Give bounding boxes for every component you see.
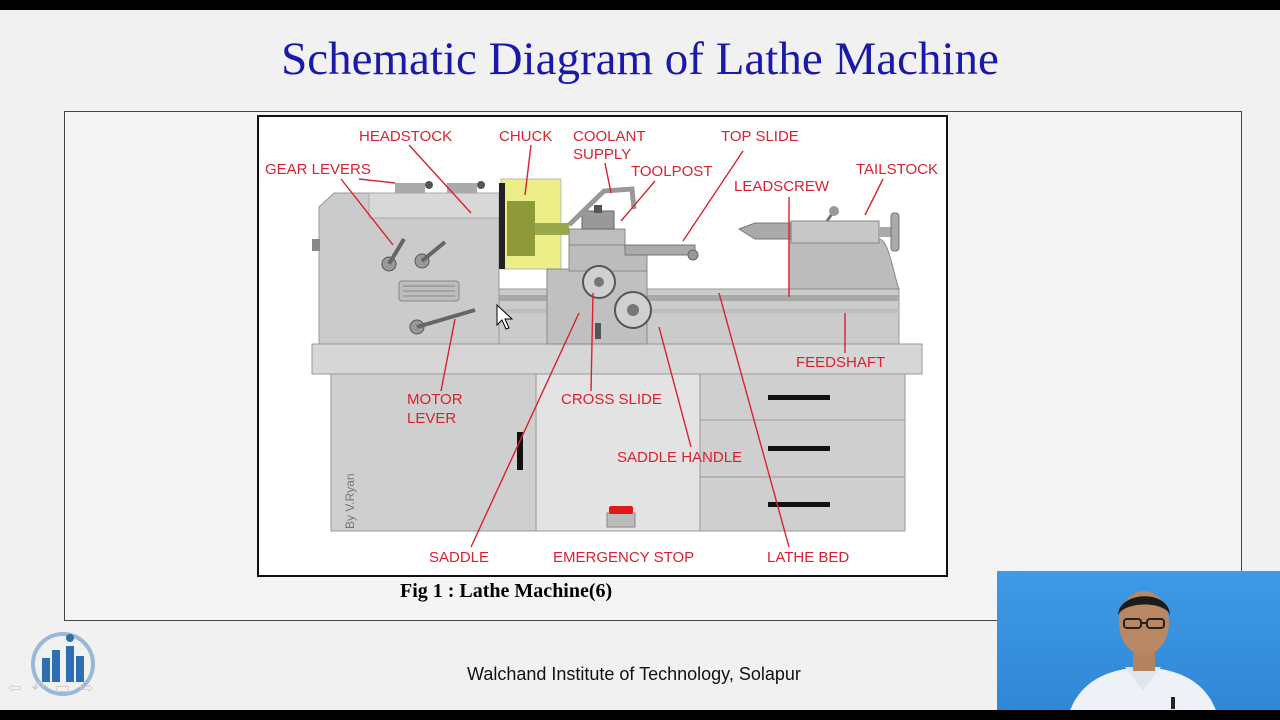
label-leadscrew: LEADSCREW: [734, 178, 830, 195]
label-feedshaft: FEEDSHAFT: [796, 354, 885, 371]
headstock-top: [368, 192, 500, 219]
drawer-handle: [768, 446, 830, 451]
leader-chuck: [524, 144, 532, 196]
cabinet-handle: [517, 432, 523, 470]
bench-top: [311, 343, 923, 375]
toolpost-block: [581, 210, 615, 230]
leader-headstock: [408, 144, 472, 214]
label-lathe-bed: LATHE BED: [767, 549, 849, 566]
leader-motor-lever: [440, 318, 456, 392]
slide-title: Schematic Diagram of Lathe Machine: [281, 33, 999, 85]
leader-toolpost: [620, 180, 656, 222]
label-headstock: HEADSTOCK: [359, 128, 452, 145]
label-chuck: CHUCK: [499, 128, 552, 145]
menu-icon[interactable]: ▭: [54, 680, 70, 697]
lathe-schematic: By V.Ryan: [265, 128, 938, 566]
workpiece: [535, 223, 569, 235]
leader-coolant: [604, 162, 612, 194]
label-emergency-stop: EMERGENCY STOP: [553, 549, 694, 566]
label-toolpost: TOOLPOST: [631, 163, 712, 180]
spindle-face: [499, 183, 505, 269]
label-gear-levers: GEAR LEVERS: [265, 161, 371, 178]
leader-gear-levers: [340, 178, 394, 246]
tailstock-quill: [737, 222, 792, 240]
slide: Schematic Diagram of Lathe Machine By V.…: [0, 10, 1280, 710]
label-tailstock: TAILSTOCK: [856, 161, 938, 178]
label-motor-lever-line2: LEVER: [407, 410, 456, 427]
leader-top-slide: [682, 150, 744, 242]
emergency-stop-base: [606, 512, 636, 528]
gear-lever-top: [395, 183, 425, 193]
wit-logo-icon: [31, 632, 95, 696]
leader-tailstock: [864, 178, 884, 216]
label-saddle-handle: SADDLE HANDLE: [617, 449, 742, 466]
figure-caption: Fig 1 : Lathe Machine(6): [400, 580, 613, 602]
leader-gear-levers-top: [358, 178, 396, 184]
drawer-handle: [768, 502, 830, 507]
leader-lathe-bed: [718, 292, 790, 548]
presenter-webcam: [997, 571, 1280, 710]
leader-saddle-handle: [658, 326, 692, 448]
arrow-left-icon[interactable]: ⇦: [8, 680, 22, 697]
label-coolant-line1: COOLANT: [573, 128, 646, 145]
label-coolant-line2: SUPPLY: [573, 146, 631, 163]
middle-panel: [535, 373, 701, 532]
leadscrew-shaft: [499, 295, 899, 301]
feedshaft-bar: [499, 309, 899, 313]
slide-nav: ⇦ ↶ ▭ ⇨: [8, 678, 103, 698]
arrow-left-alt-icon[interactable]: ↶: [31, 680, 45, 697]
label-motor-lever-line1: MOTOR: [407, 391, 463, 408]
presenter-figure: [1070, 591, 1216, 710]
label-saddle: SADDLE: [429, 549, 489, 566]
label-top-slide: TOP SLIDE: [721, 128, 799, 145]
tailstock-body: [788, 238, 900, 290]
drawer-handle: [768, 395, 830, 400]
leader-saddle: [470, 312, 580, 548]
top-slide-rail: [624, 244, 696, 256]
footer-institution: Walchand Institute of Technology, Solapu…: [467, 664, 801, 684]
chuck-body: [507, 201, 535, 256]
top-slide-block: [568, 228, 626, 246]
tailstock-quill-housing: [790, 220, 880, 244]
leader-cross-slide: [590, 292, 594, 392]
gear-lever-top: [447, 183, 477, 193]
tailstock-wheel: [890, 212, 900, 252]
arrow-right-icon[interactable]: ⇨: [79, 680, 94, 697]
emergency-stop-button: [609, 506, 633, 514]
lathe-diagram: By V.Ryan: [257, 115, 948, 577]
label-cross-slide: CROSS SLIDE: [561, 391, 662, 408]
credit-text: By V.Ryan: [343, 473, 357, 529]
mouse-pointer-icon: [496, 303, 514, 330]
left-cabinet: [330, 373, 537, 532]
coolant-pipe: [567, 186, 637, 227]
